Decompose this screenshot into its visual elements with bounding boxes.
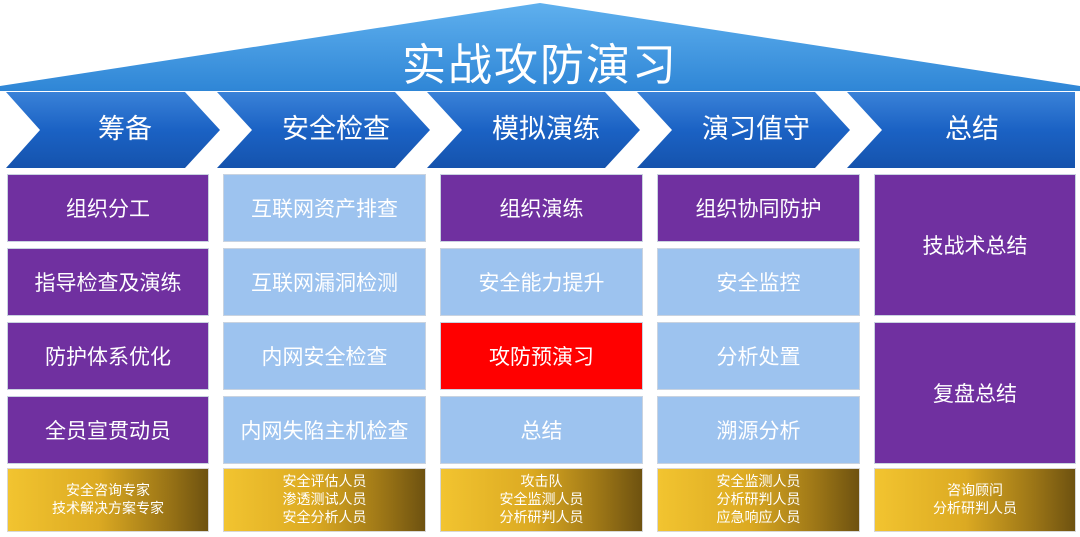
phase-chevron-2 — [217, 92, 430, 168]
staff-role: 分析研判人员 — [499, 510, 584, 526]
task-box-tall: 复盘总结 — [874, 322, 1076, 464]
phase-label-on-duty: 演习值守 — [702, 114, 810, 145]
task-box: 指导检查及演练 — [7, 248, 209, 316]
phase-chevron-3 — [427, 92, 640, 168]
staff-role: 应急响应人员 — [716, 510, 801, 526]
task-box-tall: 技战术总结 — [874, 174, 1076, 316]
staff-role: 分析研判人员 — [716, 492, 801, 508]
phase-label-simulation: 模拟演练 — [492, 114, 600, 145]
staff-role: 安全分析人员 — [282, 510, 367, 526]
phase-chevron-5 — [847, 92, 1075, 168]
phase-chevron-1 — [6, 92, 220, 168]
task-box: 分析处置 — [657, 322, 860, 390]
phase-chevron-row — [6, 92, 1075, 168]
staff-box-preparation: 安全咨询专家 技术解决方案专家 — [7, 468, 209, 532]
staff-role: 咨询顾问 — [947, 483, 1003, 499]
task-box: 内网安全检查 — [223, 322, 426, 390]
task-box: 内网失陷主机检查 — [223, 396, 426, 464]
page-title: 实战攻防演习 — [402, 40, 678, 91]
task-box: 组织演练 — [440, 174, 643, 242]
phase-label-security-check: 安全检查 — [282, 114, 390, 145]
task-box: 安全监控 — [657, 248, 860, 316]
staff-role: 技术解决方案专家 — [52, 501, 164, 517]
staff-role: 攻击队 — [520, 474, 563, 490]
task-box: 互联网漏洞检测 — [223, 248, 426, 316]
task-box: 总结 — [440, 396, 643, 464]
staff-role: 安全评估人员 — [282, 474, 367, 490]
staff-role: 安全咨询专家 — [66, 483, 150, 499]
staff-role: 安全监测人员 — [499, 492, 584, 508]
task-box: 溯源分析 — [657, 396, 860, 464]
phase-label-preparation: 筹备 — [98, 114, 152, 145]
staff-role: 分析研判人员 — [933, 501, 1017, 517]
task-box-highlighted: 攻防预演习 — [440, 322, 643, 390]
task-box: 防护体系优化 — [7, 322, 209, 390]
staff-role: 渗透测试人员 — [282, 492, 367, 508]
staff-box-security-check: 安全评估人员 渗透测试人员 安全分析人员 — [223, 468, 426, 532]
task-box: 全员宣贯动员 — [7, 396, 209, 464]
task-box: 组织分工 — [7, 174, 209, 242]
task-box: 互联网资产排查 — [223, 174, 426, 242]
phase-chevron-4 — [637, 92, 850, 168]
staff-role: 安全监测人员 — [716, 474, 801, 490]
roof-banner — [0, 3, 1080, 91]
staff-box-on-duty: 安全监测人员 分析研判人员 应急响应人员 — [657, 468, 860, 532]
phase-label-summary: 总结 — [945, 114, 999, 145]
staff-box-simulation: 攻击队 安全监测人员 分析研判人员 — [440, 468, 643, 532]
staff-box-summary: 咨询顾问 分析研判人员 — [874, 468, 1076, 532]
task-box: 安全能力提升 — [440, 248, 643, 316]
task-box: 组织协同防护 — [657, 174, 860, 242]
